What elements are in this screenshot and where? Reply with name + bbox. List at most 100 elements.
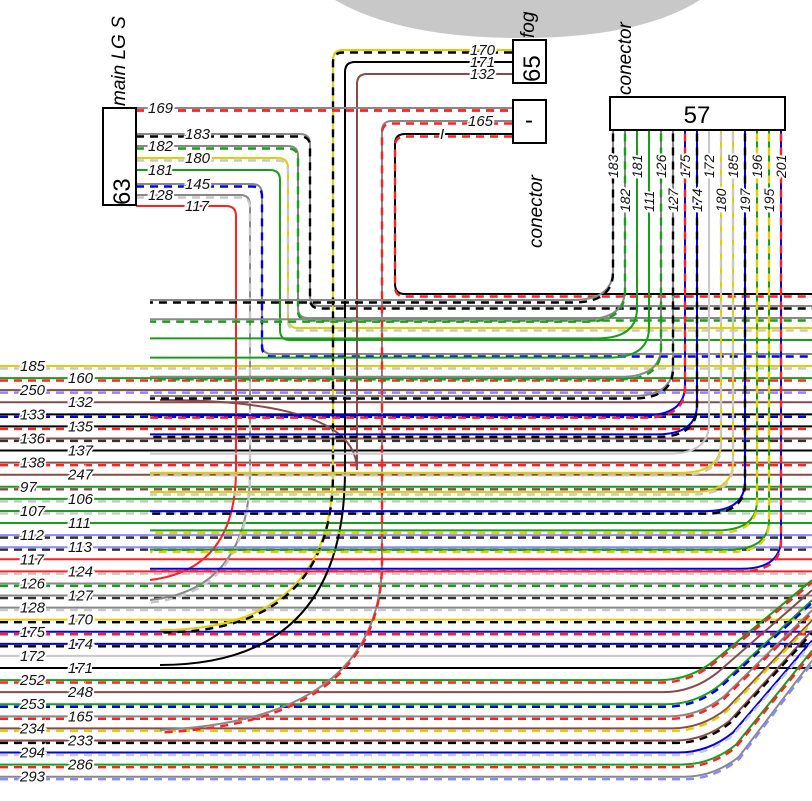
connector-65-box[interactable] [512,39,547,84]
connector-57-pin-label-182: 182 [617,188,633,212]
bus-wire-294 [0,639,812,757]
bus-wire-252 [0,579,812,684]
bus-wire-label-112: 112 [20,527,45,544]
bus-wire-165-stripe [0,611,812,721]
connector-65-wire-170 [159,49,512,634]
connector-dash-wire-I [393,133,812,298]
connector-57-wire-175 [150,131,687,419]
connector-dash-wire-165 [159,120,512,734]
bus-wire-293-core [0,660,812,778]
bus-wire-170 [0,618,812,624]
bus-wire-label-106: 106 [68,491,94,508]
bus-wire-label-170: 170 [68,612,94,629]
bus-wire-234-stripe [0,622,812,733]
connector-63[interactable]: 63 main LG S [102,16,137,206]
connector-57-pin-label-201: 201 [773,155,789,179]
bus-wire-label-135: 135 [68,418,94,435]
bus-wire-label-174: 174 [68,636,93,653]
connector-63-wire-145-core [136,183,812,355]
connector-57-pin-label-172: 172 [701,154,717,178]
bus-wire-label-171: 171 [68,660,93,677]
bus-wire-248-core [0,589,812,694]
connector-dash-number: - [525,107,533,134]
connector-63-wire-145-stripe [136,185,812,358]
connector-65-pin-label-170: 170 [470,42,496,59]
bus-wire-97 [0,485,812,491]
connector-57-wire-182-core [150,131,626,321]
connector-65-wire-170-stripe [159,51,512,634]
bus-wire-label-111: 111 [68,515,91,532]
connector-57-wire-182-stripe [150,133,627,323]
bus-wire-label-253: 253 [19,696,46,713]
connector-57-pin-label-183: 183 [605,154,621,178]
connector-57-wire-197-core [150,131,746,513]
connector-57-wire-195 [150,131,771,554]
bus-wire-label-252: 252 [19,672,46,689]
connector-57-wire-127 [150,131,675,400]
bus-wire-126 [0,582,812,588]
bus-wire-165 [0,609,812,721]
connector-63-box[interactable] [102,107,137,206]
connector-63-wire-183-stripe [136,135,812,310]
connector-57-wire-111-core [150,131,650,359]
bus-wire-label-126: 126 [20,575,46,592]
connector-63-pin-label-128: 128 [148,187,174,204]
connector-63-pin-label-169: 169 [148,100,174,117]
background-blob [335,0,700,38]
bus-wire-248 [0,589,812,694]
connector-57-pin-label-180: 180 [713,188,729,212]
connector-63-wire-183 [136,133,812,310]
connector-63-pin-label-182: 182 [148,138,174,155]
connector-63-wire-182-stripe [136,147,812,322]
connector-63-number: 63 [109,178,136,205]
bus-wire-label-293: 293 [19,769,46,786]
bus-wire-165-core [0,609,812,718]
bus-wire-138 [0,461,812,467]
connector-57-wire-201-stripe [150,133,783,573]
connector-dash-wire-165-stripe [159,122,512,734]
connector-63-wire-180-stripe [136,159,812,332]
bus-wire-label-132: 132 [68,394,94,411]
connector-65-pin-label-132: 132 [470,66,496,83]
connector-57-pin-label-126: 126 [653,154,669,178]
connector-63-wire-182 [136,145,812,322]
bus-wire-233 [0,629,812,745]
connector-57-wire-181 [150,131,638,340]
connector-65[interactable]: 65 fog [512,11,547,84]
bus-wire-label-185: 185 [20,358,46,375]
connector-57-box[interactable] [609,96,786,131]
connector-63-wire-181 [136,169,812,341]
connector-57-pin-label-127: 127 [665,187,681,212]
connector-dash-pin-label-I: I [440,126,444,143]
bus-wire-label-127: 127 [68,588,94,605]
connector-63-pin-label-181: 181 [148,162,173,179]
bus-wire-label-113: 113 [68,539,93,556]
bus-wire-label-247: 247 [67,467,94,484]
connector-dash-box[interactable] [512,99,547,144]
connector-57-wire-175-core [150,131,686,417]
connector-57-pin-label-197: 197 [737,187,753,212]
connector-dash[interactable]: - conector [512,99,547,248]
bus-wire-label-233: 233 [67,732,94,749]
connector-57-wire-195-core [150,131,770,551]
bus-wire-175 [0,630,812,636]
connector-57-wire-127-core [150,131,674,397]
bus-wire-160 [0,377,812,382]
bus-wire-label-124: 124 [68,563,93,580]
bus-wire-293-stripe [0,662,812,781]
connector-57-pin-label-195: 195 [761,188,777,212]
connector-57-pin-label-196: 196 [749,154,765,178]
connector-57-wire-126-stripe [150,133,663,381]
bus-wire-253-core [0,599,812,706]
bus-wire-label-286: 286 [67,757,94,774]
connector-57-wire-180-stripe [150,133,723,477]
connector-57-number: 57 [684,102,711,129]
connector-dash-wire-I-core [394,133,812,295]
bus-wire-label-128: 128 [20,600,46,617]
connector-57[interactable]: 57 conector [609,21,786,131]
connector-57-wire-197 [150,131,747,515]
bus-wire-234 [0,619,812,733]
bus-wire-294-stripe [0,642,812,757]
bus-wire-252-core [0,579,812,682]
